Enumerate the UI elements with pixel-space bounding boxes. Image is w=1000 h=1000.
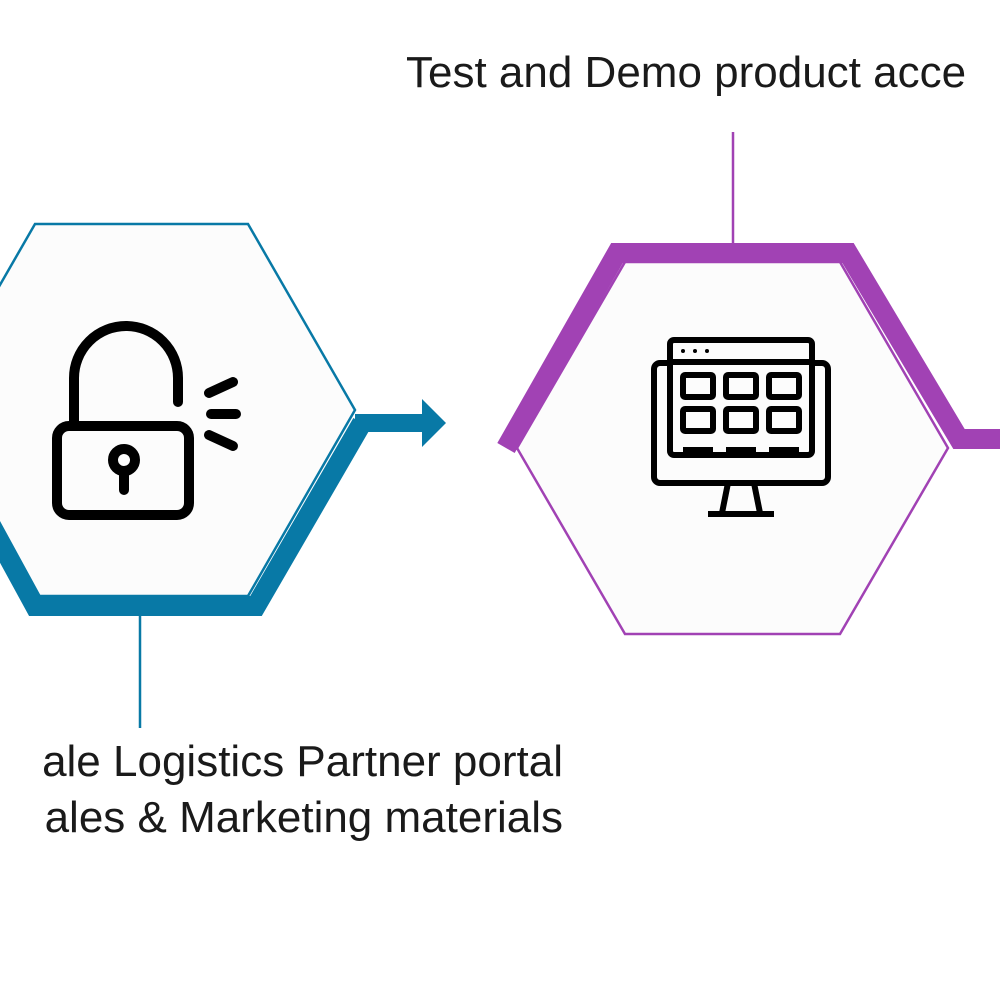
step-1-node bbox=[0, 222, 446, 728]
step-2-accent-stroke bbox=[497, 243, 1000, 453]
step-1-label-line-2: ales & Marketing materials bbox=[44, 793, 563, 842]
unlocked-padlock-icon bbox=[52, 321, 241, 520]
step-1-arrow-shaft bbox=[355, 414, 425, 432]
step-1-label: ale Logistics Partner portal ales & Mark… bbox=[42, 734, 563, 846]
step-1-accent-stroke bbox=[0, 417, 371, 616]
step-2-label: Test and Demo product acce bbox=[406, 45, 966, 101]
step-1-label-line-1: ale Logistics Partner portal bbox=[42, 737, 563, 786]
step-2-node bbox=[497, 132, 1000, 636]
monitor-grid-icon bbox=[651, 337, 831, 517]
step-2-label-line-1: Test and Demo product acce bbox=[406, 48, 967, 97]
step-1-arrow-head bbox=[422, 399, 446, 447]
